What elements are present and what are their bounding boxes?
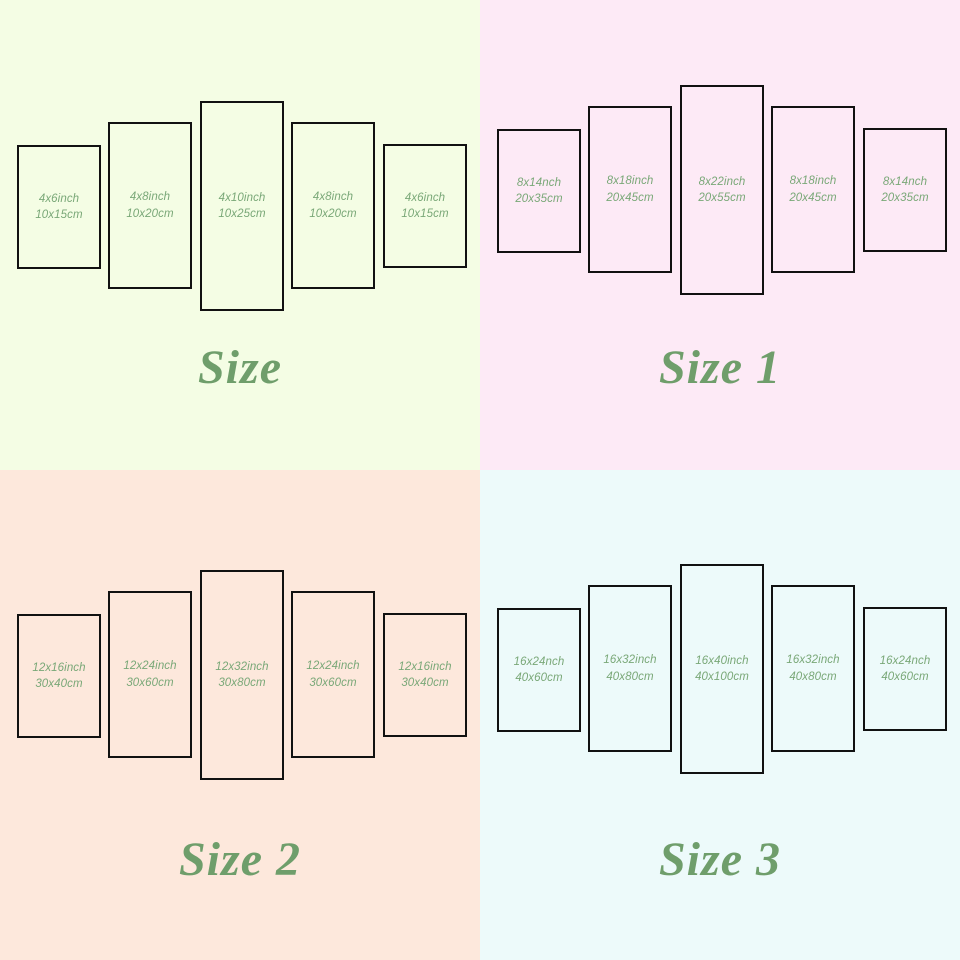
canvas-panel: 8x14nch 20x35cm [497, 129, 581, 253]
panel-size-inches: 8x18inch [789, 175, 837, 188]
canvas-panel: 4x6inch 10x15cm [383, 144, 467, 268]
panel-size-inches: 8x14nch [882, 175, 928, 188]
panel-size-centimeters: 40x80cm [789, 670, 837, 683]
panel-size-inches: 16x24nch [513, 655, 565, 668]
panel-size-inches: 12x24inch [306, 660, 360, 673]
panel-size-centimeters: 20x45cm [606, 191, 654, 204]
panel-size-label: 4x6inch 10x15cm [401, 190, 448, 223]
panel-size-label: 16x24nch 40x60cm [880, 653, 931, 686]
canvas-panel: 16x24nch 40x60cm [497, 608, 581, 732]
panel-size-inches: 4x6inch [38, 192, 80, 205]
panel-size-inches: 4x10inch [218, 191, 266, 204]
panel-size-label: 4x8inch 10x20cm [309, 189, 356, 222]
panel-size-centimeters: 20x45cm [789, 191, 837, 204]
panel-size-inches: 12x16inch [398, 660, 452, 673]
panel-size-label: 8x22inch 20x55cm [698, 174, 745, 207]
panel-size-label: 8x14nch 20x35cm [881, 174, 928, 207]
panel-size-inches: 4x6inch [404, 191, 446, 204]
panel-size-centimeters: 30x80cm [218, 677, 266, 689]
canvas-panel: 8x14nch 20x35cm [863, 128, 947, 252]
canvas-panel: 12x24inch 30x60cm [291, 591, 375, 758]
panel-size-label: 12x24inch 30x60cm [123, 658, 176, 691]
quadrant-top-right: 8x14nch 20x35cm 8x18inch 20x45cm 8x22inch 20x… [480, 0, 960, 480]
canvas-panel: 4x8inch 10x20cm [291, 122, 375, 289]
panel-size-inches: 8x22inch [698, 175, 746, 188]
panel-size-centimeters: 10x15cm [401, 208, 449, 220]
canvas-panel: 4x10inch 10x25cm [200, 101, 284, 311]
canvas-panel: 8x18inch 20x45cm [771, 106, 855, 273]
panel-size-centimeters: 10x20cm [309, 207, 357, 220]
canvas-panel: 4x8inch 10x20cm [108, 122, 192, 289]
panel-size-label: 16x32inch 40x80cm [786, 652, 839, 685]
panel-size-inches: 16x40inch [695, 654, 749, 667]
panel-size-centimeters: 10x25cm [218, 208, 266, 220]
canvas-panel: 16x32inch 40x80cm [771, 585, 855, 752]
panel-size-label: 4x10inch 10x25cm [218, 190, 265, 223]
panel-size-label: 12x24inch 30x60cm [306, 658, 359, 691]
panel-size-label: 16x40inch 40x100cm [695, 653, 749, 686]
canvas-panel: 16x24nch 40x60cm [863, 607, 947, 731]
panel-cluster: 4x6inch 10x15cm 4x8inch 10x20cm 4x10inch 10x2… [0, 0, 480, 340]
panel-size-centimeters: 40x60cm [515, 672, 563, 684]
panel-cluster: 16x24nch 40x60cm 16x32inch 40x80cm 16x40inch… [480, 470, 960, 810]
panel-size-inches: 4x8inch [129, 191, 171, 204]
panel-size-label: 4x8inch 10x20cm [126, 189, 173, 222]
canvas-panel: 12x16inch 30x40cm [383, 613, 467, 737]
canvas-panel: 12x24inch 30x60cm [108, 591, 192, 758]
panel-size-label: 16x32inch 40x80cm [603, 652, 656, 685]
panel-size-inches: 12x32inch [215, 660, 269, 673]
panel-size-centimeters: 40x80cm [606, 670, 654, 683]
panel-size-centimeters: 30x60cm [309, 676, 357, 689]
panel-size-inches: 8x18inch [606, 175, 654, 188]
canvas-panel: 4x6inch 10x15cm [17, 145, 101, 269]
panel-size-centimeters: 20x55cm [698, 192, 746, 204]
panel-size-inches: 8x14nch [516, 176, 562, 189]
panel-size-label: 12x16inch 30x40cm [32, 660, 85, 693]
panel-size-label: 12x32inch 30x80cm [215, 659, 268, 692]
panel-size-inches: 4x8inch [312, 191, 354, 204]
panel-size-label: 12x16inch 30x40cm [398, 659, 451, 692]
quadrant-bottom-left: 12x16inch 30x40cm 12x24inch 30x60cm 12x32inc… [0, 470, 480, 960]
canvas-panel: 12x16inch 30x40cm [17, 614, 101, 738]
panel-size-centimeters: 30x60cm [126, 676, 174, 689]
panel-size-inches: 12x24inch [123, 660, 177, 673]
quadrant-bottom-right: 16x24nch 40x60cm 16x32inch 40x80cm 16x40inch… [480, 470, 960, 960]
panel-size-inches: 16x32inch [786, 654, 840, 667]
panel-size-centimeters: 40x100cm [695, 671, 749, 683]
panel-size-label: 8x18inch 20x45cm [789, 173, 836, 206]
panel-size-label: 16x24nch 40x60cm [514, 654, 565, 687]
panel-cluster: 8x14nch 20x35cm 8x18inch 20x45cm 8x22inch 20x… [480, 0, 960, 340]
canvas-panel: 12x32inch 30x80cm [200, 570, 284, 780]
panel-size-inches: 12x16inch [32, 661, 86, 674]
quadrant-title: Size 1 [658, 341, 781, 394]
panel-size-centimeters: 20x35cm [515, 193, 563, 205]
quadrant-title: Size [197, 341, 282, 394]
panel-size-label: 4x6inch 10x15cm [35, 191, 82, 224]
canvas-panel: 16x32inch 40x80cm [588, 585, 672, 752]
panel-size-centimeters: 30x40cm [401, 677, 449, 689]
panel-size-label: 8x14nch 20x35cm [515, 175, 562, 208]
panel-size-label: 8x18inch 20x45cm [606, 173, 653, 206]
panel-size-centimeters: 10x15cm [35, 209, 83, 221]
panel-cluster: 12x16inch 30x40cm 12x24inch 30x60cm 12x32inc… [0, 470, 480, 810]
canvas-panel: 8x18inch 20x45cm [588, 106, 672, 273]
quadrant-title: Size 3 [658, 833, 781, 886]
panel-size-centimeters: 20x35cm [881, 192, 929, 204]
panel-size-centimeters: 30x40cm [35, 678, 83, 690]
quadrant-title: Size 2 [178, 833, 301, 886]
panel-size-centimeters: 40x60cm [881, 671, 929, 683]
canvas-panel: 16x40inch 40x100cm [680, 564, 764, 774]
panel-size-centimeters: 10x20cm [126, 207, 174, 220]
canvas-panel: 8x22inch 20x55cm [680, 85, 764, 295]
panel-size-inches: 16x32inch [603, 654, 657, 667]
quadrant-top-left: 4x6inch 10x15cm 4x8inch 10x20cm 4x10inch 10x2… [0, 0, 480, 480]
panel-size-inches: 16x24nch [879, 654, 931, 667]
